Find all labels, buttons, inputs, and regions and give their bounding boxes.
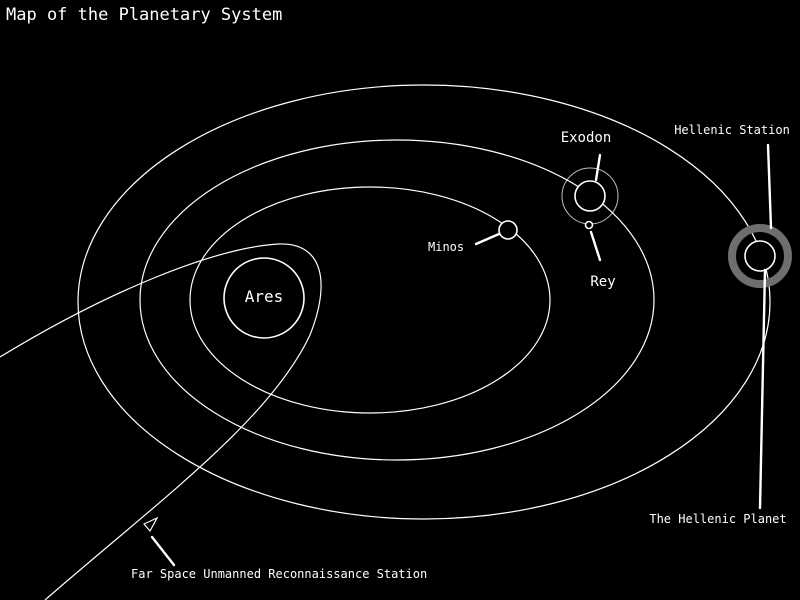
middle-orbit	[139, 139, 655, 461]
rey-leader-line	[589, 230, 602, 262]
exodon-leader-line	[594, 153, 602, 182]
rey-moon[interactable]	[584, 220, 594, 230]
far-space-station-label: Far Space Unmanned Reconnaissance Statio…	[131, 567, 427, 581]
probe-leader-line	[150, 535, 176, 567]
hellenic-station-leader-line	[766, 143, 773, 230]
hellenic-planet[interactable]	[744, 240, 776, 272]
hellenic-station-label: Hellenic Station	[674, 123, 790, 137]
minos-leader-line	[474, 232, 501, 246]
hellenic-planet-label: The Hellenic Planet	[649, 512, 786, 526]
hellenic-planet-leader-line	[758, 268, 767, 510]
ares-label: Ares	[245, 287, 284, 306]
minos-label: Minos	[428, 240, 464, 254]
exodon-planet[interactable]	[574, 180, 606, 212]
outer-orbit	[77, 84, 771, 520]
hellenic-station-ring[interactable]	[728, 224, 792, 288]
ares-planet[interactable]	[223, 257, 305, 339]
probe-marker-icon[interactable]	[143, 516, 159, 533]
probe-trajectory	[0, 243, 322, 600]
minos-planet[interactable]	[498, 220, 518, 240]
rey-label: Rey	[590, 274, 615, 290]
map-title: Map of the Planetary System	[6, 5, 282, 25]
inner-orbit	[189, 186, 551, 414]
exodon-label: Exodon	[561, 130, 612, 146]
